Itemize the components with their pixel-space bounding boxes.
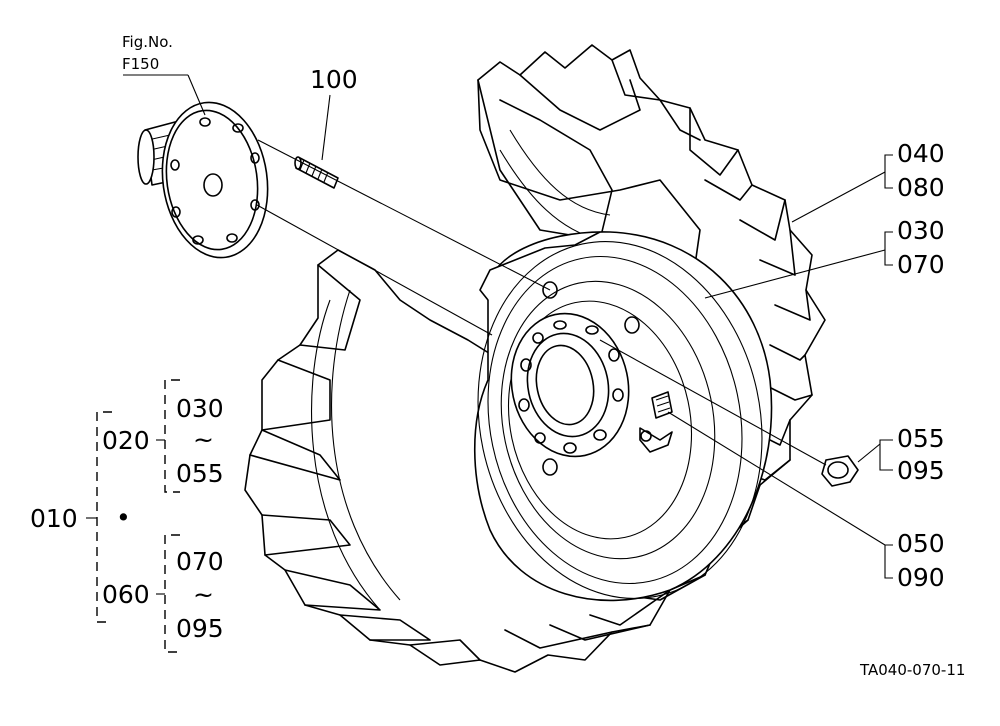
callout-tire-a: 040 bbox=[897, 139, 945, 168]
figure-ref-line2: F150 bbox=[122, 55, 159, 73]
group2-id: 060 bbox=[102, 580, 150, 609]
callout-rim-a: 030 bbox=[897, 216, 945, 245]
assembly-root: 010 bbox=[30, 504, 78, 533]
hub-flange-drawing bbox=[137, 101, 269, 259]
callout-stud: 100 bbox=[310, 65, 358, 94]
stud-bolt-drawing bbox=[294, 156, 339, 189]
drawing-code: TA040-070-11 bbox=[859, 661, 965, 679]
callout-rim-b: 070 bbox=[897, 250, 945, 279]
callout-valve-b: 090 bbox=[897, 563, 945, 592]
rim-drawing bbox=[473, 231, 773, 602]
group1-from: 030 bbox=[176, 394, 224, 423]
callout-nut-b: 095 bbox=[897, 456, 945, 485]
group1-to: 055 bbox=[176, 459, 224, 488]
group1-id: 020 bbox=[102, 426, 150, 455]
callout-nut-a: 055 bbox=[897, 424, 945, 453]
assembly-dot: • bbox=[116, 503, 131, 532]
callout-tire-b: 080 bbox=[897, 173, 945, 202]
callout-valve-a: 050 bbox=[897, 529, 945, 558]
figure-ref-line1: Fig.No. bbox=[122, 33, 173, 51]
nut-drawing bbox=[821, 455, 859, 487]
group2-tilde: ~ bbox=[193, 580, 214, 609]
leader-lines bbox=[123, 74, 893, 579]
assembly-tree bbox=[86, 379, 180, 653]
group1-tilde: ~ bbox=[193, 425, 214, 454]
group2-from: 070 bbox=[176, 547, 224, 576]
group2-to: 095 bbox=[176, 614, 224, 643]
